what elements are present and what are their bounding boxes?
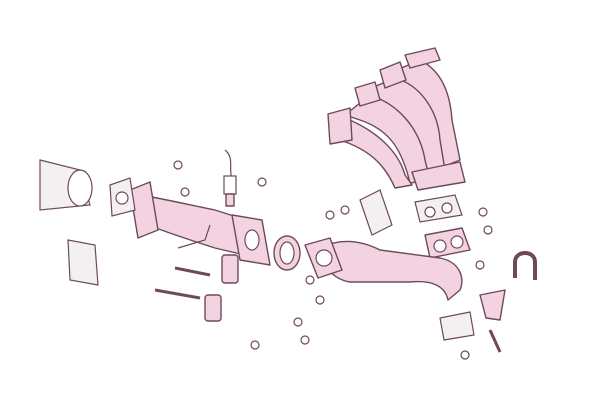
front-pipe [304, 237, 463, 301]
flange-gasket [109, 177, 136, 217]
u-bolt [513, 251, 537, 280]
springs [204, 254, 239, 322]
catalytic-converter-pipe [129, 181, 271, 266]
nuts [173, 160, 493, 360]
manifold-gasket [414, 194, 471, 259]
existing-exhaust-pipe [39, 159, 93, 211]
exhaust-manifold [327, 47, 466, 191]
heat-shield [359, 189, 393, 236]
oxygen-sensor [223, 149, 237, 207]
bolts [154, 266, 502, 353]
gasket-ring [273, 235, 301, 271]
bracket [67, 239, 506, 341]
